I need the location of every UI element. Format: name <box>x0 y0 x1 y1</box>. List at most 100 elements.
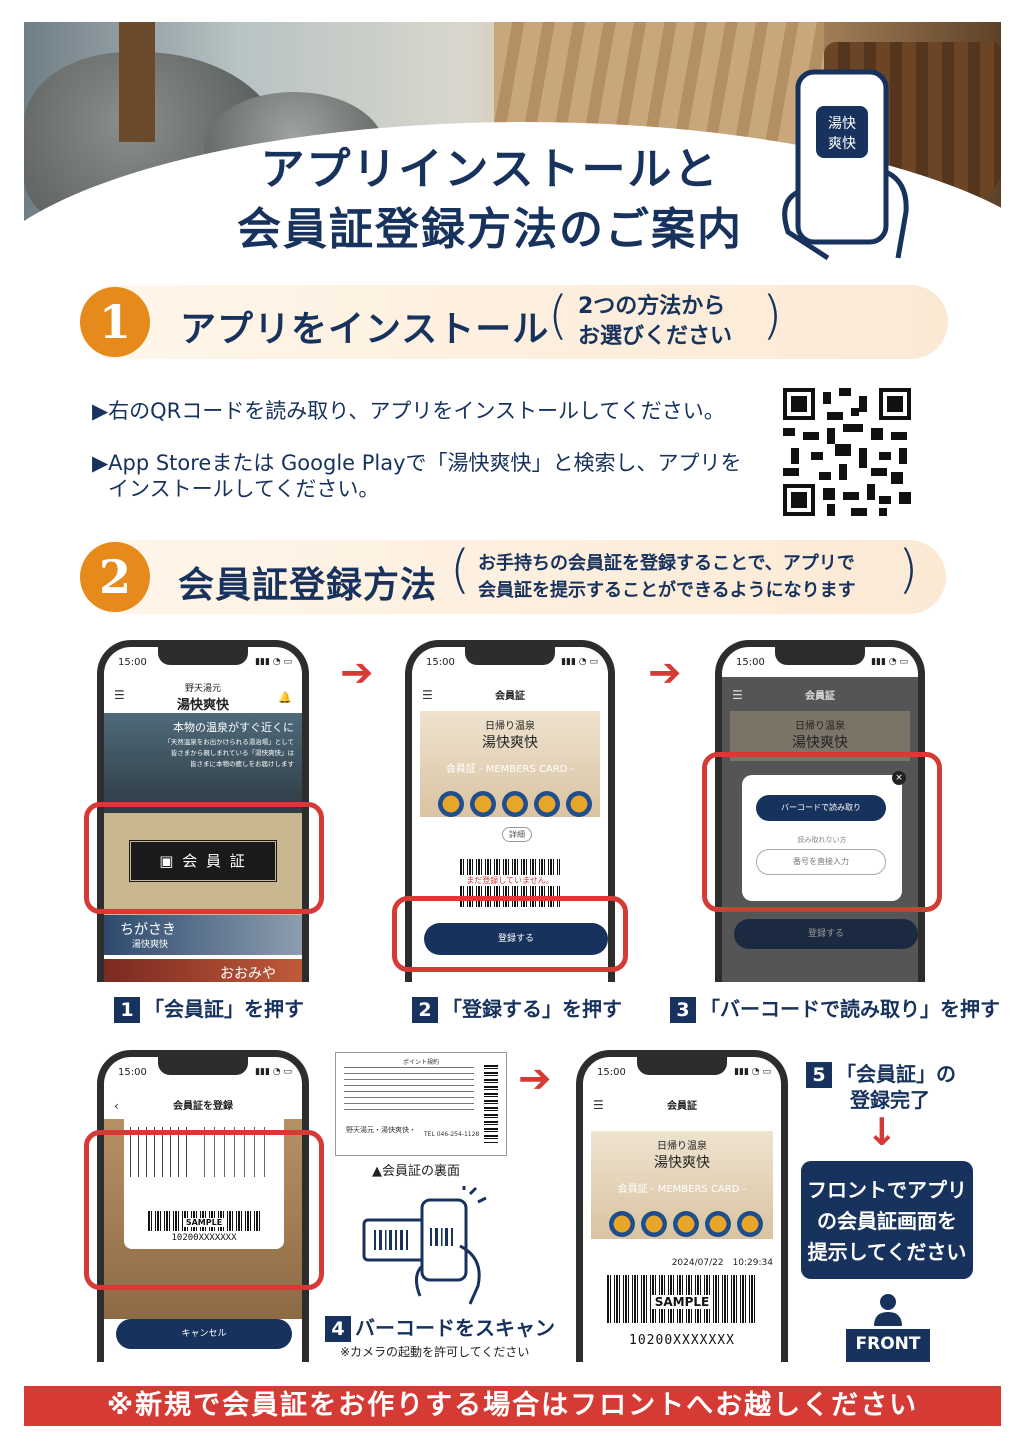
section2-note: お手持ちの会員証を登録することで、アプリで 会員証を提示することができるようにな… <box>478 550 856 604</box>
section2-paren-close: ) <box>898 540 919 600</box>
step2-card-title: 日帰り温泉 <box>485 721 535 732</box>
step2-header: 会員証 <box>495 691 525 702</box>
section1-title: アプリをインストール <box>180 309 550 350</box>
id-card-icon: ▣ <box>159 852 183 870</box>
section1-bar <box>80 285 948 359</box>
card-back-image: ポイント規約 野天湯元・湯快爽快・ TEL 046-254-1128 <box>335 1052 507 1156</box>
cancel-button[interactable]: キャンセル <box>116 1319 292 1349</box>
front-instruction-line3: 提示してください <box>807 1240 967 1264</box>
step2-card-label: 会員証 - MEMBERS CARD - <box>445 764 575 775</box>
hamburger-icon[interactable]: ☰ <box>732 688 743 702</box>
hamburger-icon[interactable]: ☰ <box>422 688 433 702</box>
step4-card-number: 10200XXXXXXX <box>171 1233 237 1243</box>
section1-note: 2つの方法から お選びください <box>578 292 732 352</box>
status-icons: ▮▮▮ ◔ ▭ <box>871 657 908 667</box>
step5-caption-line1: 「会員証」の <box>836 1062 956 1086</box>
section1-paren-open: ( <box>548 286 569 346</box>
step3-header: 会員証 <box>805 691 835 702</box>
bullet-store-line1: ▶App Storeまたは Google Playで「湯快爽快」と検索し、アプリ… <box>92 451 742 475</box>
card-back-title: ポイント規約 <box>402 1059 439 1066</box>
step5-card-title: 日帰り温泉 <box>657 1141 707 1152</box>
hamburger-icon[interactable]: ☰ <box>114 688 125 702</box>
unregistered-message: まだ登録していません。 <box>460 875 560 886</box>
scan-barcode-button[interactable]: バーコードで読み取り <box>756 795 886 821</box>
status-time: 15:00 <box>597 1067 626 1078</box>
detail-button[interactable]: 詳細 <box>502 827 532 842</box>
status-icons: ▮▮▮ ◔ ▭ <box>561 657 598 667</box>
arrow-right-icon: ➔ <box>518 1056 552 1102</box>
card-vertical-text <box>130 1127 190 1177</box>
member-card-button[interactable]: ▣ 会 員 証 <box>128 839 278 883</box>
step1-brand: 野天湯元 湯快爽快 <box>104 681 302 713</box>
close-icon[interactable]: × <box>892 771 906 785</box>
step2-caption-number: 2 <box>412 997 438 1023</box>
step5-timestamp: 2024/07/22 10:29:34 <box>671 1258 773 1268</box>
step3-caption-text: 「バーコードで読み取り」を押す <box>700 997 1000 1021</box>
footer-notice: ※新規で会員証をお作りする場合はフロントへお越しください <box>24 1386 1001 1426</box>
step5-caption: 5「会員証」の 登録完了 <box>806 1062 956 1112</box>
section1-note-line2: お選びください <box>578 324 733 349</box>
step5-card-label: 会員証 - MEMBERS CARD - <box>617 1184 747 1195</box>
step1-hero-sub3: 皆さまに本物の癒しをお届けします <box>190 760 294 768</box>
step3-caption-number: 3 <box>670 997 696 1023</box>
step1-hero: 本物の温泉がすぐ近くに 「天然温泉をお出かけられる湯治場」として 皆さまから親し… <box>104 713 302 813</box>
step1-member-area: ▣ 会 員 証 <box>104 813 302 915</box>
step1-brand-name: 湯快爽快 <box>176 698 229 713</box>
step5-card-number: 10200XXXXXXX <box>629 1333 735 1348</box>
card-back-store: 野天湯元・湯快爽快・ <box>346 1126 416 1134</box>
arrow-right-icon: ➔ <box>648 650 682 696</box>
bullet-store: ▶App Storeまたは Google Playで「湯快爽快」と検索し、アプリ… <box>92 450 742 502</box>
step4-caption-number: 4 <box>325 1316 351 1342</box>
phone-in-hand-icon: 湯快 爽快 <box>782 69 909 261</box>
step5-phone: 15:00 ▮▮▮ ◔ ▭ ☰ 会員証 日帰り温泉 湯快爽快 会員証 - MEM… <box>576 1050 788 1362</box>
step5-caption-line2: 登録完了 <box>850 1088 930 1112</box>
store-chigasaki-sub: 湯快爽快 <box>132 940 169 950</box>
step1-caption-number: 1 <box>114 997 140 1023</box>
step1-brand-small: 野天湯元 <box>184 684 221 694</box>
status-icons: ▮▮▮ ◔ ▭ <box>255 1067 292 1077</box>
front-instruction-line2: の会員証画面を <box>817 1209 957 1233</box>
section1-note-line1: 2つの方法から <box>578 294 726 319</box>
step5-header: 会員証 <box>667 1101 697 1112</box>
store-omiya[interactable]: おおみや <box>104 959 302 982</box>
front-instruction-line1: フロントでアプリ <box>807 1178 967 1202</box>
section2-paren-open: ( <box>450 540 471 600</box>
step2-caption-text: 「登録する」を押す <box>442 997 622 1021</box>
step1-hero-sub1: 「天然温泉をお出かけられる湯治場」として <box>164 738 294 746</box>
arrow-right-icon: ➔ <box>340 650 374 696</box>
step4-phone: 15:00 ▮▮▮ ◔ ▭ ‹ 会員証を登録 SAMPLE 10200XXXXX… <box>97 1050 309 1362</box>
bell-icon[interactable]: 🔔 <box>278 691 292 704</box>
card-back-barcode <box>484 1065 498 1143</box>
hamburger-icon[interactable]: ☰ <box>593 1098 604 1112</box>
page-title: アプリインストールと 会員証登録方法のご案内 <box>180 140 800 260</box>
step2-highlight <box>392 896 628 972</box>
step1-hero-text: 本物の温泉がすぐ近くに <box>173 721 294 734</box>
step3-card-brand: 湯快爽快 <box>792 735 848 751</box>
status-time: 15:00 <box>736 657 765 668</box>
qr-code[interactable] <box>783 388 911 516</box>
step2-badges <box>438 791 592 817</box>
back-icon[interactable]: ‹ <box>114 1099 119 1113</box>
member-card-label: 会 員 証 <box>182 852 247 870</box>
app-icon-text-2: 爽快 <box>828 136 856 152</box>
bullet-store-line2: インストールしてください。 <box>108 477 380 501</box>
arrow-down-icon: ↓ <box>866 1110 898 1154</box>
step1-phone: 15:00 ▮▮▮ ◔ ▭ ☰ 野天湯元 湯快爽快 🔔 本物の温泉がすぐ近くに … <box>97 640 309 982</box>
front-instruction-box: フロントでアプリ の会員証画面を 提示してください <box>801 1161 973 1279</box>
step3-caption: 3「バーコードで読み取り」を押す <box>670 993 1000 1023</box>
section2-number: 2 <box>80 542 150 612</box>
step5-caption-number: 5 <box>806 1062 832 1088</box>
step2-caption: 2「登録する」を押す <box>412 993 622 1023</box>
store-chigasaki[interactable]: ちがさき 湯快爽快 <box>104 915 302 955</box>
manual-input-button[interactable]: 番号を直接入力 <box>756 849 886 875</box>
step3-phone: 15:00 ▮▮▮ ◔ ▭ ☰ 会員証 日帰り温泉 湯快爽快 × バーコードで読… <box>715 640 925 982</box>
step1-hero-sub2: 皆さまから親しまれている「湯快爽快」は <box>170 749 294 757</box>
scanned-card: SAMPLE 10200XXXXXXX <box>124 1119 284 1249</box>
status-time: 15:00 <box>426 657 455 668</box>
step3-highlight <box>702 752 942 912</box>
step2-card-brand: 湯快爽快 <box>482 735 538 751</box>
register-button[interactable]: 登録する <box>424 923 608 955</box>
step5-sample: SAMPLE <box>650 1295 714 1309</box>
